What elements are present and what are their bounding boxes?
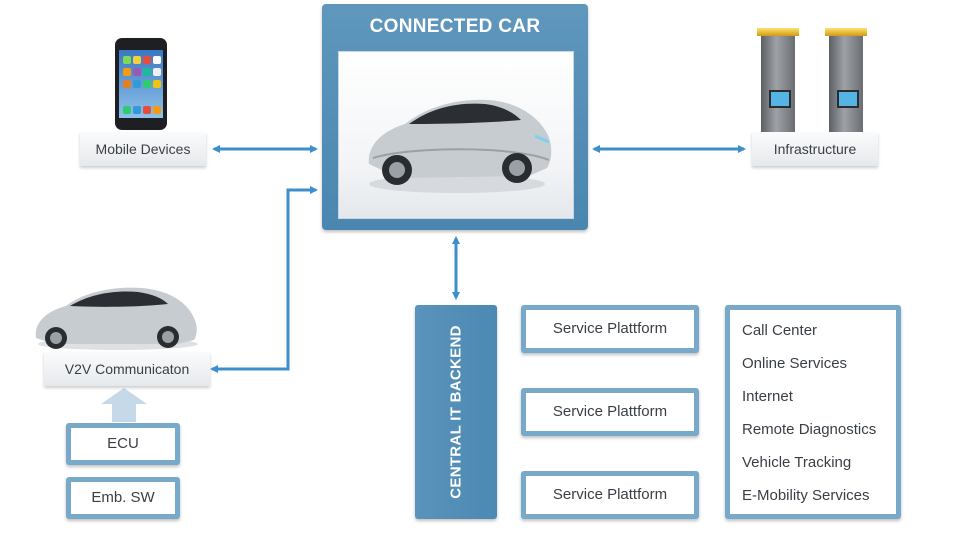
service-platform-box: Service Plattform — [521, 305, 699, 353]
sports-car-image — [368, 99, 552, 193]
service-item: Internet — [742, 388, 793, 405]
service-item: Online Services — [742, 355, 848, 372]
central-it-backend-title: CENTRAL IT BACKEND — [447, 325, 465, 499]
mobile-devices-label: Mobile Devices — [80, 132, 206, 166]
service-platform-box: Service Plattform — [521, 388, 699, 436]
services-list-box: Call Center Online Services Internet Rem… — [725, 305, 901, 519]
ecu-box: ECU — [66, 423, 180, 465]
service-item: Remote Diagnostics — [742, 421, 877, 438]
arrow-ecu-v2v — [101, 388, 147, 422]
infrastructure-label: Infrastructure — [752, 132, 878, 166]
connected-car-panel: CONNECTED CAR — [322, 4, 588, 230]
v2v-communication-label: V2V Communicaton — [44, 352, 210, 386]
service-item: Call Center — [742, 322, 818, 339]
connected-car-title: CONNECTED CAR — [369, 16, 541, 37]
service-item: Vehicle Tracking — [742, 454, 852, 471]
arrow-v2v-car — [210, 186, 318, 373]
service-item: E-Mobility Services — [742, 487, 870, 504]
central-it-backend-panel: CENTRAL IT BACKEND — [415, 305, 497, 519]
connected-car-image-frame — [338, 51, 574, 219]
embedded-software-box: Emb. SW — [66, 477, 180, 519]
service-platform-box: Service Plattform — [521, 471, 699, 519]
charging-pillar-image — [757, 28, 799, 132]
smartphone-image — [115, 38, 167, 130]
charging-pillar-image — [825, 28, 867, 132]
v2v-car-image — [35, 287, 198, 350]
